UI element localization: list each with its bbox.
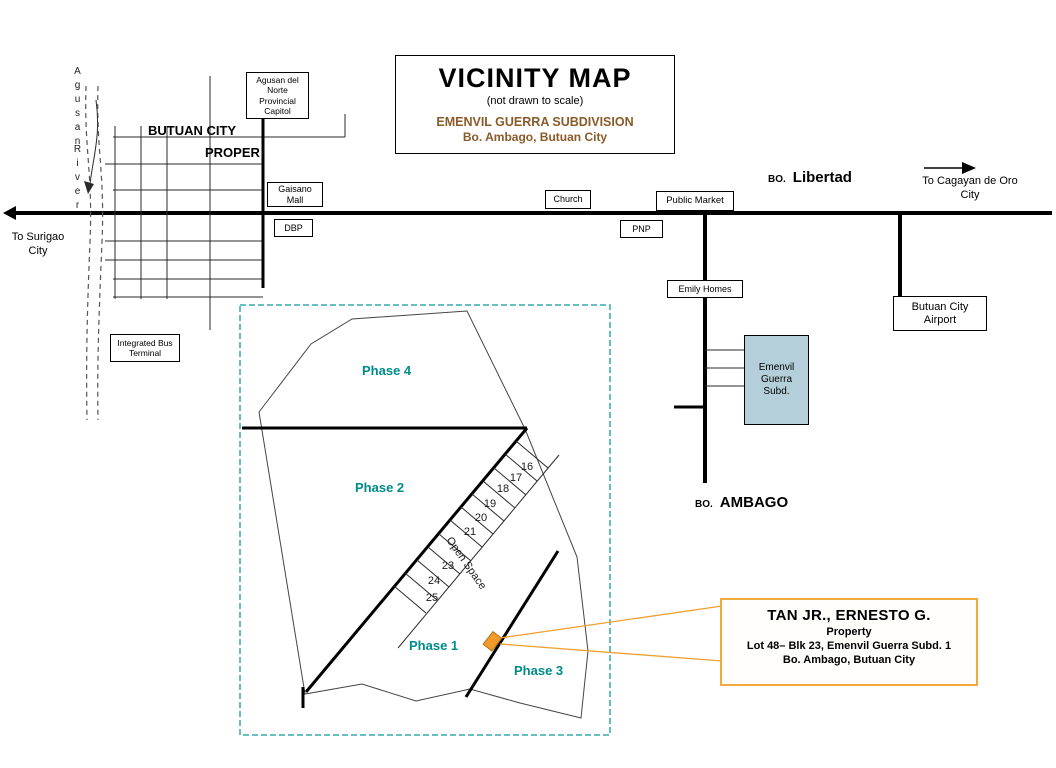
subdivision-boundary bbox=[258, 310, 589, 719]
landmark-provincial-capitol: Agusan del Norte Provincial Capitol bbox=[246, 72, 309, 119]
lot-number: 18 bbox=[497, 483, 509, 495]
phase-2-label: Phase 2 bbox=[355, 480, 405, 495]
lot-number: 19 bbox=[484, 498, 496, 510]
title-box: VICINITY MAP (not drawn to scale) EMENVI… bbox=[395, 55, 675, 154]
callout-leader-top bbox=[499, 605, 723, 639]
ambago-name: AMBAGO bbox=[719, 494, 789, 511]
lot-number: 21 bbox=[464, 526, 476, 538]
landmark-emily-homes: Emily Homes bbox=[667, 280, 743, 298]
landmark-butuan-airport: Butuan City Airport bbox=[893, 296, 987, 331]
river-bank-right bbox=[97, 85, 104, 421]
lot-number: 24 bbox=[428, 575, 440, 587]
subdivision-name: EMENVIL GUERRA SUBDIVISION bbox=[436, 115, 634, 129]
bo-prefix: BO. bbox=[768, 174, 786, 185]
lot-number: 16 bbox=[521, 461, 533, 473]
property-callout-box: TAN JR., ERNESTO G. Property Lot 48– Blk… bbox=[720, 598, 978, 686]
city-street-grid bbox=[105, 76, 346, 330]
cagayan-arrowhead-icon bbox=[962, 162, 976, 174]
butuan-city-label: BUTUAN CITY bbox=[148, 123, 237, 138]
lot-number: 17 bbox=[510, 472, 522, 484]
lot-number: 20 bbox=[475, 512, 487, 524]
lot-strip-right-edge bbox=[397, 454, 560, 649]
inset-dashed-border bbox=[239, 304, 611, 736]
landmark-church: Church bbox=[545, 190, 591, 209]
bo-ambago-label: BO. AMBAGO bbox=[695, 494, 788, 511]
river-bank-left bbox=[85, 85, 92, 421]
lot-number-labels: 16 17 18 19 20 21 23 24 25 bbox=[426, 461, 533, 604]
map-title: VICINITY MAP bbox=[438, 63, 632, 93]
landmark-emenvil-guerra-subd: Emenvil Guerra Subd. bbox=[744, 335, 809, 425]
callout-leader-bottom bbox=[499, 643, 723, 662]
map-subtitle: (not drawn to scale) bbox=[486, 95, 584, 107]
phase1-phase3-divider bbox=[464, 550, 560, 698]
landmark-bus-terminal: Integrated Bus Terminal bbox=[110, 334, 180, 362]
property-label: Property bbox=[826, 626, 872, 638]
bo-prefix: BO. bbox=[695, 499, 713, 510]
lot-divider-lines bbox=[393, 440, 549, 614]
river-label-agusan: Agusan bbox=[72, 66, 83, 150]
subdivision-access-lanes bbox=[705, 349, 744, 387]
owner-name: TAN JR., ERNESTO G. bbox=[767, 607, 931, 624]
phase-3-label: Phase 3 bbox=[514, 663, 564, 678]
landmark-dbp: DBP bbox=[274, 219, 313, 237]
libertad-name: Libertad bbox=[792, 169, 852, 186]
phase2-phase1-divider bbox=[304, 427, 529, 693]
highlighted-lot bbox=[482, 630, 503, 652]
landmark-public-market: Public Market bbox=[656, 191, 734, 211]
lot-number: 23 bbox=[442, 560, 454, 572]
to-surigao-label: To Surigao City bbox=[11, 231, 65, 257]
to-cagayan-label: To Cagayan de Oro City bbox=[922, 175, 1018, 201]
bo-libertad-label: BO. Libertad bbox=[768, 169, 852, 186]
phase-4-label: Phase 4 bbox=[362, 363, 412, 378]
river-arrowhead-icon bbox=[84, 181, 94, 194]
landmark-pnp: PNP bbox=[620, 220, 663, 238]
river-flow-arrow bbox=[89, 99, 99, 185]
landmark-gaisano-mall: Gaisano Mall bbox=[267, 182, 323, 207]
lot-block-info: Lot 48– Blk 23, Emenvil Guerra Subd. 1 bbox=[746, 640, 952, 652]
phase-1-label: Phase 1 bbox=[409, 638, 459, 653]
lot-number: 25 bbox=[426, 592, 438, 604]
proper-label: PROPER bbox=[205, 145, 260, 160]
subdivision-location: Bo. Ambago, Butuan City bbox=[462, 130, 608, 144]
property-location: Bo. Ambago, Butuan City bbox=[782, 654, 916, 666]
river-label-river: River bbox=[72, 144, 83, 214]
surigao-arrowhead-icon bbox=[3, 206, 16, 220]
